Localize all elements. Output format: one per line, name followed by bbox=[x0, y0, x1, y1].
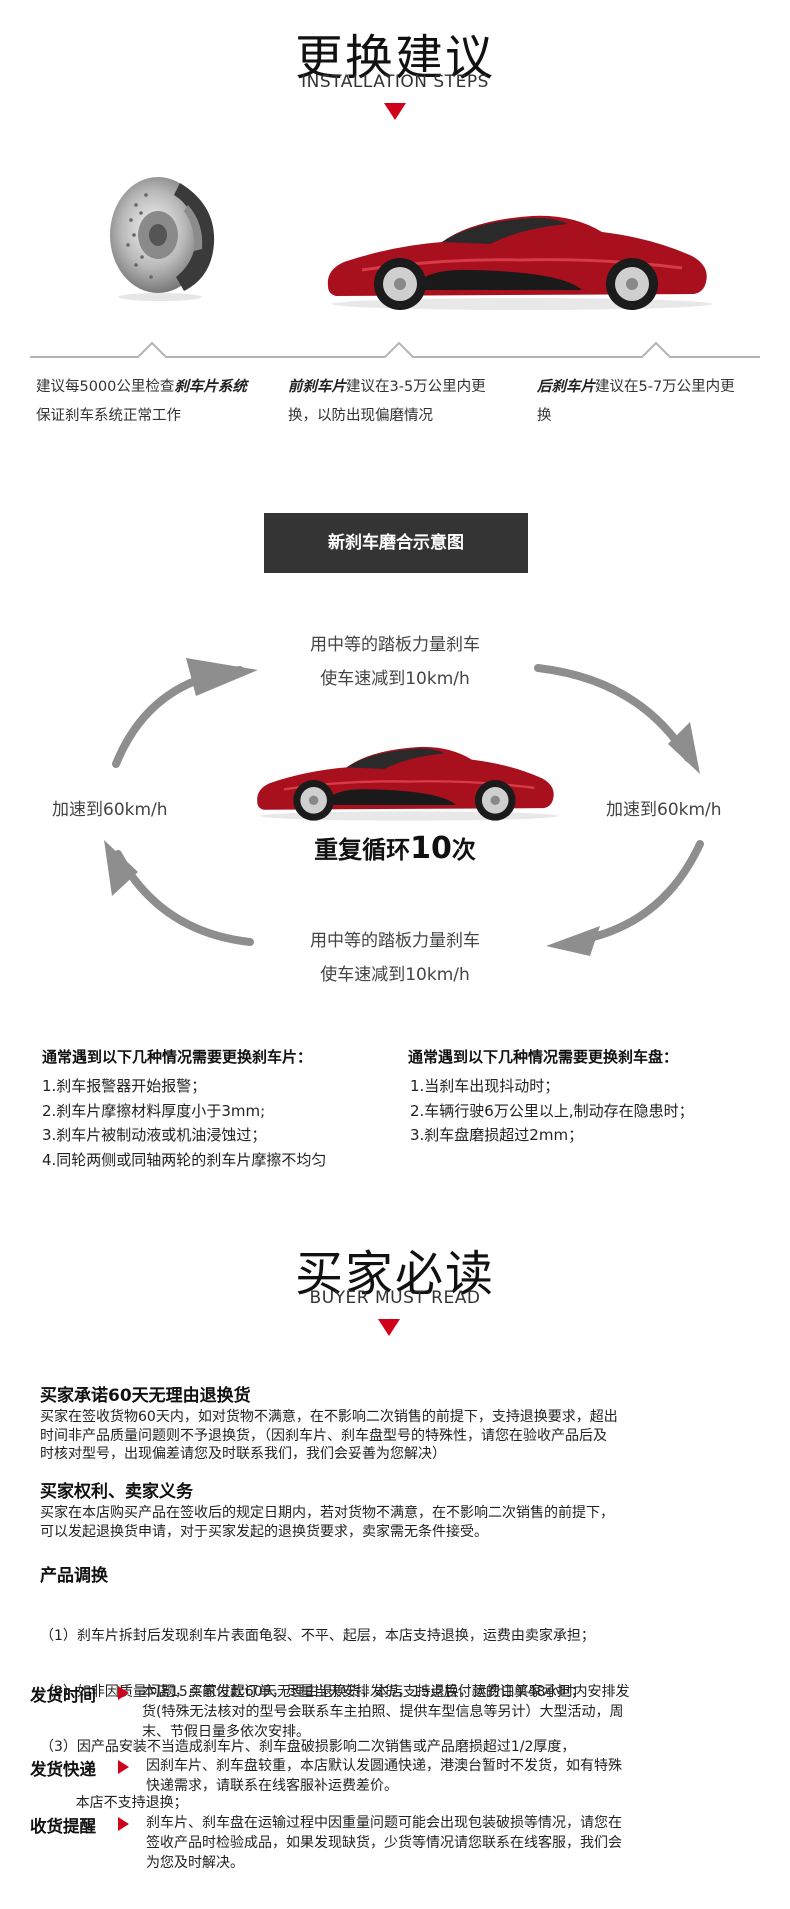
discs-replace-title: 通常遇到以下几种情况需要更换刹车盘： bbox=[408, 1048, 679, 1066]
list-item: 3.刹车盘磨损超过2mm； bbox=[410, 1126, 584, 1144]
down-arrow-icon bbox=[378, 1319, 400, 1336]
list-item: 2.刹车片摩擦材料厚度小于3mm; bbox=[42, 1101, 266, 1120]
step-3-text: 后刹车片建议在5-7万公里内更 换 bbox=[537, 379, 735, 424]
break-in-banner: 新刹车磨合示意图 bbox=[264, 513, 528, 573]
timeline-line bbox=[30, 341, 760, 358]
list-item: 3.刹车片被制动液或机油浸蚀过； bbox=[42, 1126, 267, 1144]
shipping-label: 发货时间 bbox=[30, 1686, 96, 1705]
cycle-center-text: 重复循环10次 bbox=[314, 831, 476, 866]
cycle-left-text: 加速到60km/h bbox=[52, 800, 168, 820]
red-arrow-icon bbox=[118, 1760, 129, 1774]
red-sports-car-center-image bbox=[257, 746, 558, 821]
section-return-policy: 买家承诺60天无理由退换货 买家在签收货物60天内，如对货物不满意，在不影响二次… bbox=[40, 1381, 760, 1464]
shipping-text: 因刹车片、刹车盘较重，本店默认发圆通快递，港澳台暂时不发货，如有特殊 快递需求，… bbox=[146, 1758, 622, 1794]
section-title: 买家权利、卖家义务 bbox=[40, 1482, 193, 1502]
red-arrow-icon bbox=[118, 1817, 129, 1831]
buyer-subtitle: BUYER MUST READ bbox=[309, 1288, 481, 1308]
step-1-text: 建议每5000公里检查刹车片系统 保证刹车系统正常工作 bbox=[36, 379, 247, 424]
shipping-label: 收货提醒 bbox=[30, 1817, 96, 1836]
section-exchange: 产品调换 （1）刹车片拆封后发现刹车片表面龟裂、不平、起层，本店支持退换，运费由… bbox=[40, 1561, 760, 1849]
step-2-text: 前刹车片建议在3-5万公里内更 换，以防出现偏磨情况 bbox=[288, 379, 486, 424]
shipping-label: 发货快递 bbox=[30, 1760, 96, 1779]
section-body: （1）刹车片拆封后发现刹车片表面龟裂、不平、起层，本店支持退换，运费由卖家承担；… bbox=[40, 1628, 595, 1811]
cycle-right-text: 加速到60km/h bbox=[606, 800, 722, 820]
cycle-arrows bbox=[104, 658, 704, 956]
section-rights: 买家权利、卖家义务 买家在本店购买产品在签收后的规定日期内，若对货物不满意，在不… bbox=[40, 1477, 760, 1541]
list-item: 1.当刹车出现抖动时； bbox=[410, 1077, 560, 1095]
section-body: 买家在本店购买产品在签收后的规定日期内，若对货物不满意，在不影响二次销售的前提下… bbox=[40, 1505, 614, 1540]
page-subtitle: INSTALLATION STEPS bbox=[301, 72, 489, 92]
page-title: 更换建议 bbox=[294, 30, 495, 86]
red-arrow-icon bbox=[118, 1686, 129, 1700]
section-body: 买家在签收货物60天内，如对货物不满意，在不影响二次销售的前提下，支持退换要求，… bbox=[40, 1409, 618, 1462]
arrow-head-icon bbox=[668, 722, 700, 774]
cycle-bottom-text: 用中等的踏板力量刹车 使车速减到10km/h bbox=[310, 931, 480, 985]
arrow-head-icon bbox=[546, 926, 600, 956]
arrow-head-icon bbox=[104, 840, 138, 896]
list-item: 2.车辆行驶6万公里以上,制动存在隐患时； bbox=[410, 1101, 694, 1120]
discs-replace-list: 1.当刹车出现抖动时； 2.车辆行驶6万公里以上,制动存在隐患时； 3.刹车盘磨… bbox=[410, 1074, 694, 1148]
brake-disc-image bbox=[110, 177, 215, 301]
shipping-text: 本店15点前付款订单，尽量当天安排发货，15点后付款的订单48小时内安排发 货(… bbox=[142, 1684, 630, 1740]
list-item: 1.刹车报警器开始报警； bbox=[42, 1077, 207, 1095]
down-arrow-icon bbox=[384, 103, 406, 120]
list-item: 4.同轮两侧或同轴两轮的刹车片摩擦不均匀 bbox=[42, 1150, 327, 1169]
pads-replace-list: 1.刹车报警器开始报警； 2.刹车片摩擦材料厚度小于3mm; 3.刹车片被制动液… bbox=[42, 1074, 326, 1172]
arrow-head-icon bbox=[186, 658, 258, 696]
buyer-title: 买家必读 bbox=[294, 1246, 495, 1302]
section-title: 买家承诺60天无理由退换货 bbox=[40, 1386, 251, 1406]
cycle-top-text: 用中等的踏板力量刹车 使车速减到10km/h bbox=[310, 635, 480, 689]
pads-replace-title: 通常遇到以下几种情况需要更换刹车片： bbox=[42, 1048, 313, 1066]
shipping-text: 刹车片、刹车盘在运输过程中因重量问题可能会出现包装破损等情况，请您在 签收产品时… bbox=[146, 1815, 622, 1871]
section-title: 产品调换 bbox=[40, 1566, 108, 1586]
red-sports-car-image bbox=[327, 215, 712, 310]
